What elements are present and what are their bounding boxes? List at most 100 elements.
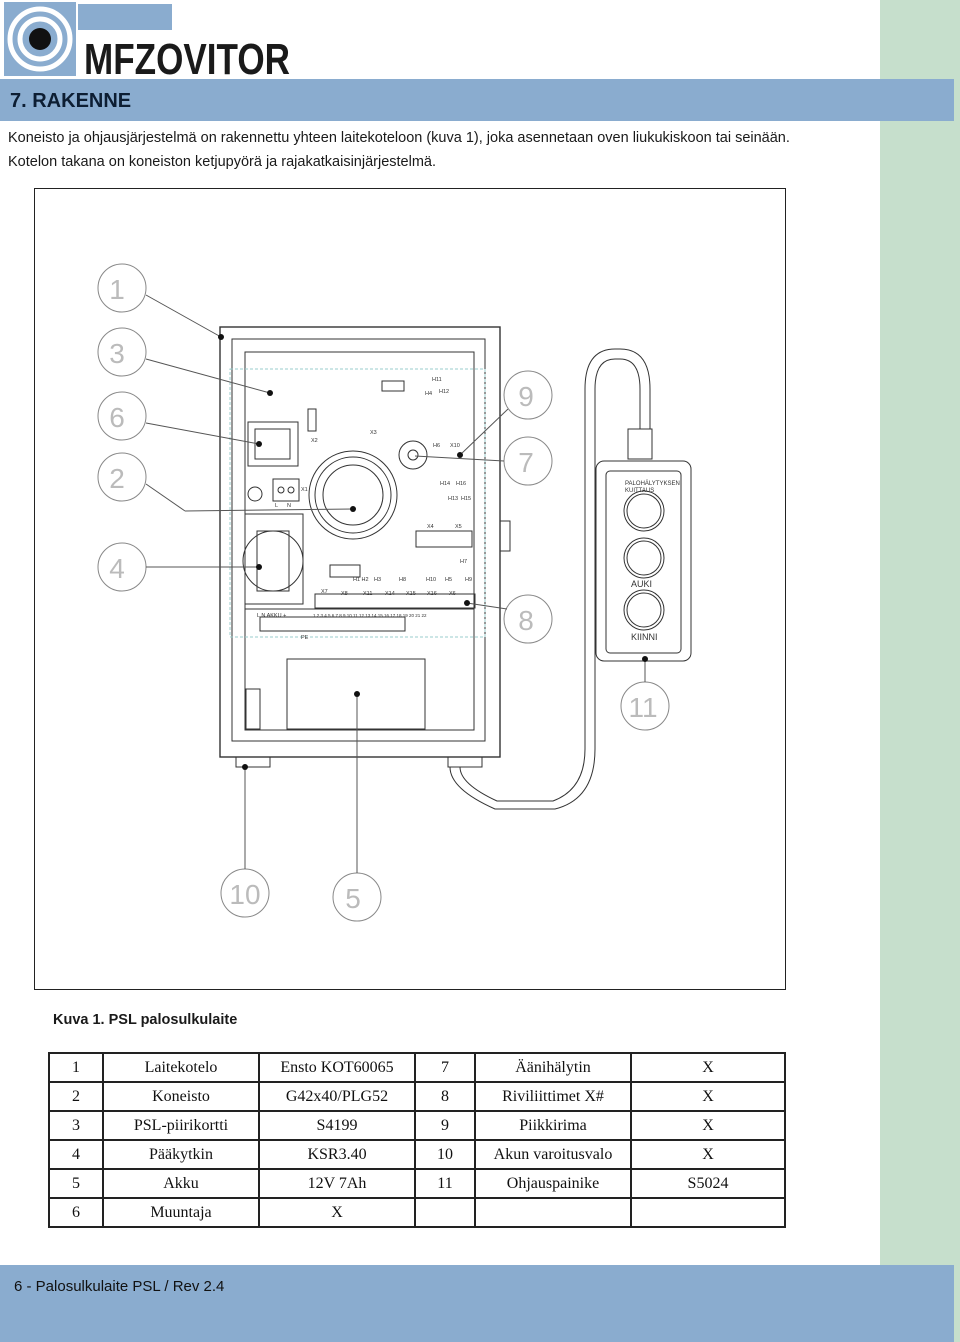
label-n: N bbox=[287, 503, 291, 509]
panel-label-auki: AUKI bbox=[631, 579, 652, 589]
label-x2: X2 bbox=[311, 438, 318, 444]
table-cell bbox=[630, 1197, 786, 1228]
callout-6: 6 bbox=[109, 402, 125, 433]
label-h10: H10 bbox=[426, 577, 436, 583]
label-l: L bbox=[275, 503, 278, 509]
table-cell: Piikkirima bbox=[474, 1110, 632, 1141]
device-drawing: 1 3 6 2 4 9 7 8 11 10 5 H11 H4 H12 X2 X3… bbox=[97, 263, 692, 922]
table-cell: 10 bbox=[414, 1139, 476, 1170]
side-color-band bbox=[880, 0, 960, 1342]
logo-text: MFZOVITOR bbox=[84, 35, 290, 78]
label-h11: H11 bbox=[432, 377, 442, 383]
label-h7: H7 bbox=[460, 559, 467, 565]
label-x8: X8 bbox=[341, 591, 348, 597]
figure-caption: Kuva 1. PSL palosulkulaite bbox=[53, 1012, 238, 1028]
table-cell: Äänihälytin bbox=[474, 1052, 632, 1083]
table-cell: 7 bbox=[414, 1052, 476, 1083]
label-x1: X1 bbox=[301, 487, 308, 493]
label-x10: X10 bbox=[450, 443, 460, 449]
label-x6: X6 bbox=[449, 591, 456, 597]
callout-8: 8 bbox=[518, 605, 534, 636]
callout-11: 11 bbox=[628, 692, 657, 723]
label-h1h2: H1 H2 bbox=[353, 577, 369, 583]
table-cell: 12V 7Ah bbox=[258, 1168, 416, 1199]
table-cell: Koneisto bbox=[102, 1081, 260, 1112]
label-x11: X11 bbox=[363, 591, 372, 597]
label-x16: X16 bbox=[427, 591, 437, 597]
table-cell: 8 bbox=[414, 1081, 476, 1112]
table-cell: Akun varoitusvalo bbox=[474, 1139, 632, 1170]
label-h3: H3 bbox=[374, 577, 381, 583]
footer-bar bbox=[0, 1265, 954, 1342]
callout-10: 10 bbox=[229, 879, 260, 910]
label-h14: H14 bbox=[440, 481, 450, 487]
label-h8: H8 bbox=[399, 577, 406, 583]
callout-2: 2 bbox=[109, 463, 125, 494]
figure-frame: 1 3 6 2 4 9 7 8 11 10 5 H11 H4 H12 X2 X3… bbox=[34, 188, 786, 990]
label-x15: X15 bbox=[406, 591, 416, 597]
intro-paragraph: Koneisto ja ohjausjärjestelmä on rakenne… bbox=[8, 126, 878, 174]
label-pe: PE bbox=[301, 635, 309, 641]
label-h13: H13 bbox=[448, 496, 458, 502]
footer-text: 6 - Palosulkulaite PSL / Rev 2.4 bbox=[14, 1278, 225, 1295]
label-h4: H4 bbox=[425, 391, 432, 397]
label-x14: X14 bbox=[385, 591, 395, 597]
callout-9: 9 bbox=[518, 381, 534, 412]
table-cell: 9 bbox=[414, 1110, 476, 1141]
intro-line-1: Koneisto ja ohjausjärjestelmä on rakenne… bbox=[8, 130, 790, 146]
label-lnakku: L N AKKU + bbox=[257, 613, 286, 619]
table-cell: X bbox=[630, 1081, 786, 1112]
table-cell: 4 bbox=[48, 1139, 104, 1170]
table-cell: Akku bbox=[102, 1168, 260, 1199]
table-cell: S4199 bbox=[258, 1110, 416, 1141]
table-cell bbox=[474, 1197, 632, 1228]
callout-3: 3 bbox=[109, 338, 125, 369]
table-cell: X bbox=[258, 1197, 416, 1228]
label-x5: X5 bbox=[455, 524, 462, 530]
table-cell: KSR3.40 bbox=[258, 1139, 416, 1170]
label-x7: X7 bbox=[321, 589, 328, 595]
table-cell: PSL-piirikortti bbox=[102, 1110, 260, 1141]
table-cell: Pääkytkin bbox=[102, 1139, 260, 1170]
table-cell: 3 bbox=[48, 1110, 104, 1141]
table-cell: X bbox=[630, 1110, 786, 1141]
panel-label-top-2: KUITTAUS bbox=[625, 488, 654, 494]
table-cell: Ohjauspainike bbox=[474, 1168, 632, 1199]
panel-label-top-1: PALOHÄLYTYKSEN bbox=[625, 480, 680, 487]
label-h12: H12 bbox=[439, 389, 449, 395]
table-cell: S5024 bbox=[630, 1168, 786, 1199]
company-logo: MFZOVITOR bbox=[4, 2, 294, 84]
table-cell: Ensto KOT60065 bbox=[258, 1052, 416, 1083]
label-x3: X3 bbox=[370, 430, 377, 436]
table-cell: 5 bbox=[48, 1168, 104, 1199]
callout-4: 4 bbox=[109, 553, 125, 584]
section-header-bar bbox=[0, 79, 954, 121]
table-cell: X bbox=[630, 1139, 786, 1170]
panel-label-kiinni: KIINNI bbox=[631, 632, 658, 642]
label-h5: H5 bbox=[445, 577, 452, 583]
label-h9: H9 bbox=[465, 577, 472, 583]
section-title: 7. RAKENNE bbox=[10, 90, 132, 112]
table-cell: Muuntaja bbox=[102, 1197, 260, 1228]
table-cell: Riviliittimet X# bbox=[474, 1081, 632, 1112]
label-terminals: 1 2 3 4 5 6 7 8 9 10 11 12 13 14 15 16 1… bbox=[313, 613, 427, 618]
callout-1: 1 bbox=[109, 274, 125, 305]
table-cell: Laitekotelo bbox=[102, 1052, 260, 1083]
table-cell: 11 bbox=[414, 1168, 476, 1199]
callout-7: 7 bbox=[518, 447, 534, 478]
table-cell bbox=[414, 1197, 476, 1228]
label-h6: H6 bbox=[433, 443, 440, 449]
table-cell: 2 bbox=[48, 1081, 104, 1112]
table-cell: G42x40/PLG52 bbox=[258, 1081, 416, 1112]
label-h15: H15 bbox=[461, 496, 471, 502]
callout-5: 5 bbox=[345, 883, 361, 914]
table-cell: X bbox=[630, 1052, 786, 1083]
table-cell: 6 bbox=[48, 1197, 104, 1228]
